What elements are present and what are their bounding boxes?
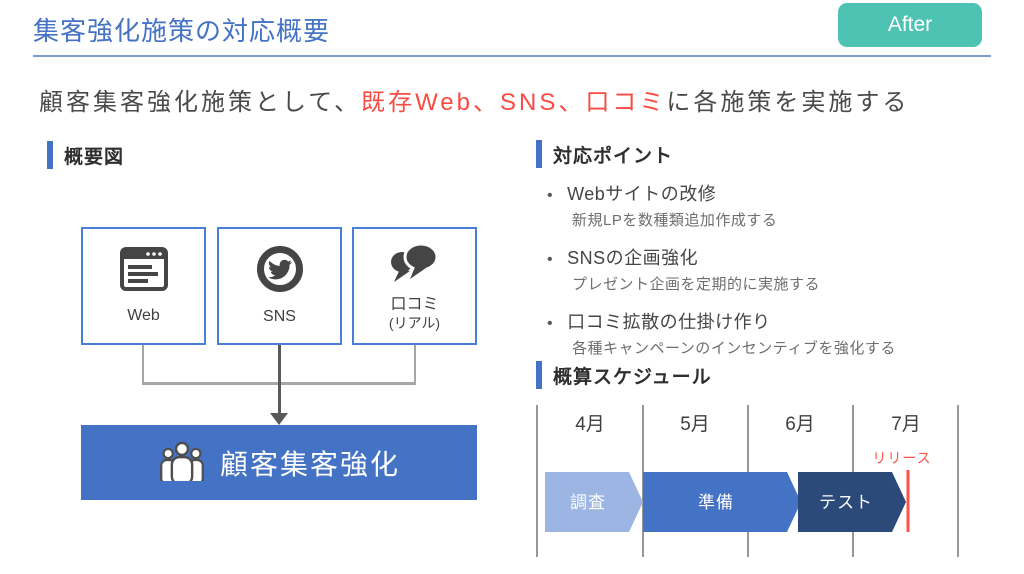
- channel-sublabel-kuchikomi: (リアル): [388, 314, 441, 331]
- phase-arrow-junbi: [643, 472, 801, 532]
- month-label: 4月: [575, 414, 605, 435]
- point-item: • Webサイトの改修 新規LPを数種類追加作成する: [547, 180, 987, 230]
- point-title: 口コミ拡散の仕掛け作り: [567, 312, 771, 332]
- channel-label-web: Web: [127, 307, 160, 325]
- phase-label-chousa: 調査: [570, 493, 606, 512]
- page-title: 集客強化施策の対応概要: [33, 16, 331, 46]
- phase-arrow-test: [798, 472, 906, 532]
- bullet-icon: •: [547, 315, 554, 332]
- phase-arrow-chousa: [545, 472, 643, 532]
- title-underline: [33, 55, 991, 57]
- month-label: 7月: [891, 414, 921, 435]
- section-accent-bar: [47, 141, 53, 169]
- overview-section-header: 概要図: [47, 141, 124, 169]
- bullet-icon: •: [547, 187, 554, 204]
- chat-bubbles-icon: [388, 241, 442, 292]
- point-title: Webサイトの改修: [567, 184, 717, 204]
- point-detail: プレゼント企画を定期的に実施する: [572, 276, 821, 293]
- goal-label: 顧客集客強化: [219, 448, 400, 480]
- connector-left: [142, 345, 144, 384]
- phase-label-test: テスト: [819, 493, 873, 512]
- point-title: SNSの企画強化: [567, 248, 699, 268]
- schedule-heading: 概算スケジュール: [553, 366, 712, 388]
- points-section-header: 対応ポイント: [536, 140, 673, 168]
- subtitle-suffix: に各施策を実施する: [666, 89, 910, 116]
- channel-box-kuchikomi: 口コミ (リアル): [352, 227, 477, 345]
- release-milestone-label: リリース: [872, 450, 931, 466]
- schedule-timeline: 4月 5月 6月 7月 調査 準備 テスト リリース: [536, 405, 959, 557]
- connector-center: [278, 345, 281, 415]
- subtitle: 顧客集客強化施策として、既存Web、SNS、口コミに各施策を実施する: [39, 82, 999, 117]
- month-label: 6月: [785, 414, 815, 435]
- point-item: • 口コミ拡散の仕掛け作り 各種キャンペーンのインセンティブを強化する: [547, 308, 987, 358]
- section-accent-bar: [536, 140, 542, 168]
- subtitle-highlight: 既存Web、SNS、口コミ: [361, 89, 667, 116]
- browser-icon: [119, 246, 169, 297]
- subtitle-prefix: 顧客集客強化施策として、: [39, 89, 362, 116]
- point-detail: 各種キャンペーンのインセンティブを強化する: [572, 340, 896, 357]
- overview-heading: 概要図: [64, 146, 125, 168]
- twitter-icon: [254, 245, 306, 298]
- point-detail: 新規LPを数種類追加作成する: [572, 212, 778, 229]
- channel-box-sns: SNS: [217, 227, 342, 345]
- people-group-icon: [158, 439, 206, 486]
- point-item: • SNSの企画強化 プレゼント企画を定期的に実施する: [547, 244, 987, 294]
- schedule-section-header: 概算スケジュール: [536, 361, 712, 389]
- month-label: 5月: [680, 414, 710, 435]
- phase-label-junbi: 準備: [698, 493, 734, 512]
- after-badge-label: After: [887, 13, 933, 36]
- goal-box: 顧客集客強化: [81, 425, 477, 500]
- channel-box-web: Web: [81, 227, 206, 345]
- connector-arrowhead: [270, 413, 288, 425]
- bullet-icon: •: [547, 251, 554, 268]
- channel-label-kuchikomi: 口コミ: [390, 296, 439, 314]
- section-accent-bar: [536, 361, 542, 389]
- points-heading: 対応ポイント: [553, 145, 674, 167]
- after-badge: After: [838, 3, 982, 47]
- points-list: • Webサイトの改修 新規LPを数種類追加作成する • SNSの企画強化 プレゼン…: [547, 180, 987, 372]
- channel-label-sns: SNS: [263, 308, 296, 326]
- connector-right: [414, 345, 416, 384]
